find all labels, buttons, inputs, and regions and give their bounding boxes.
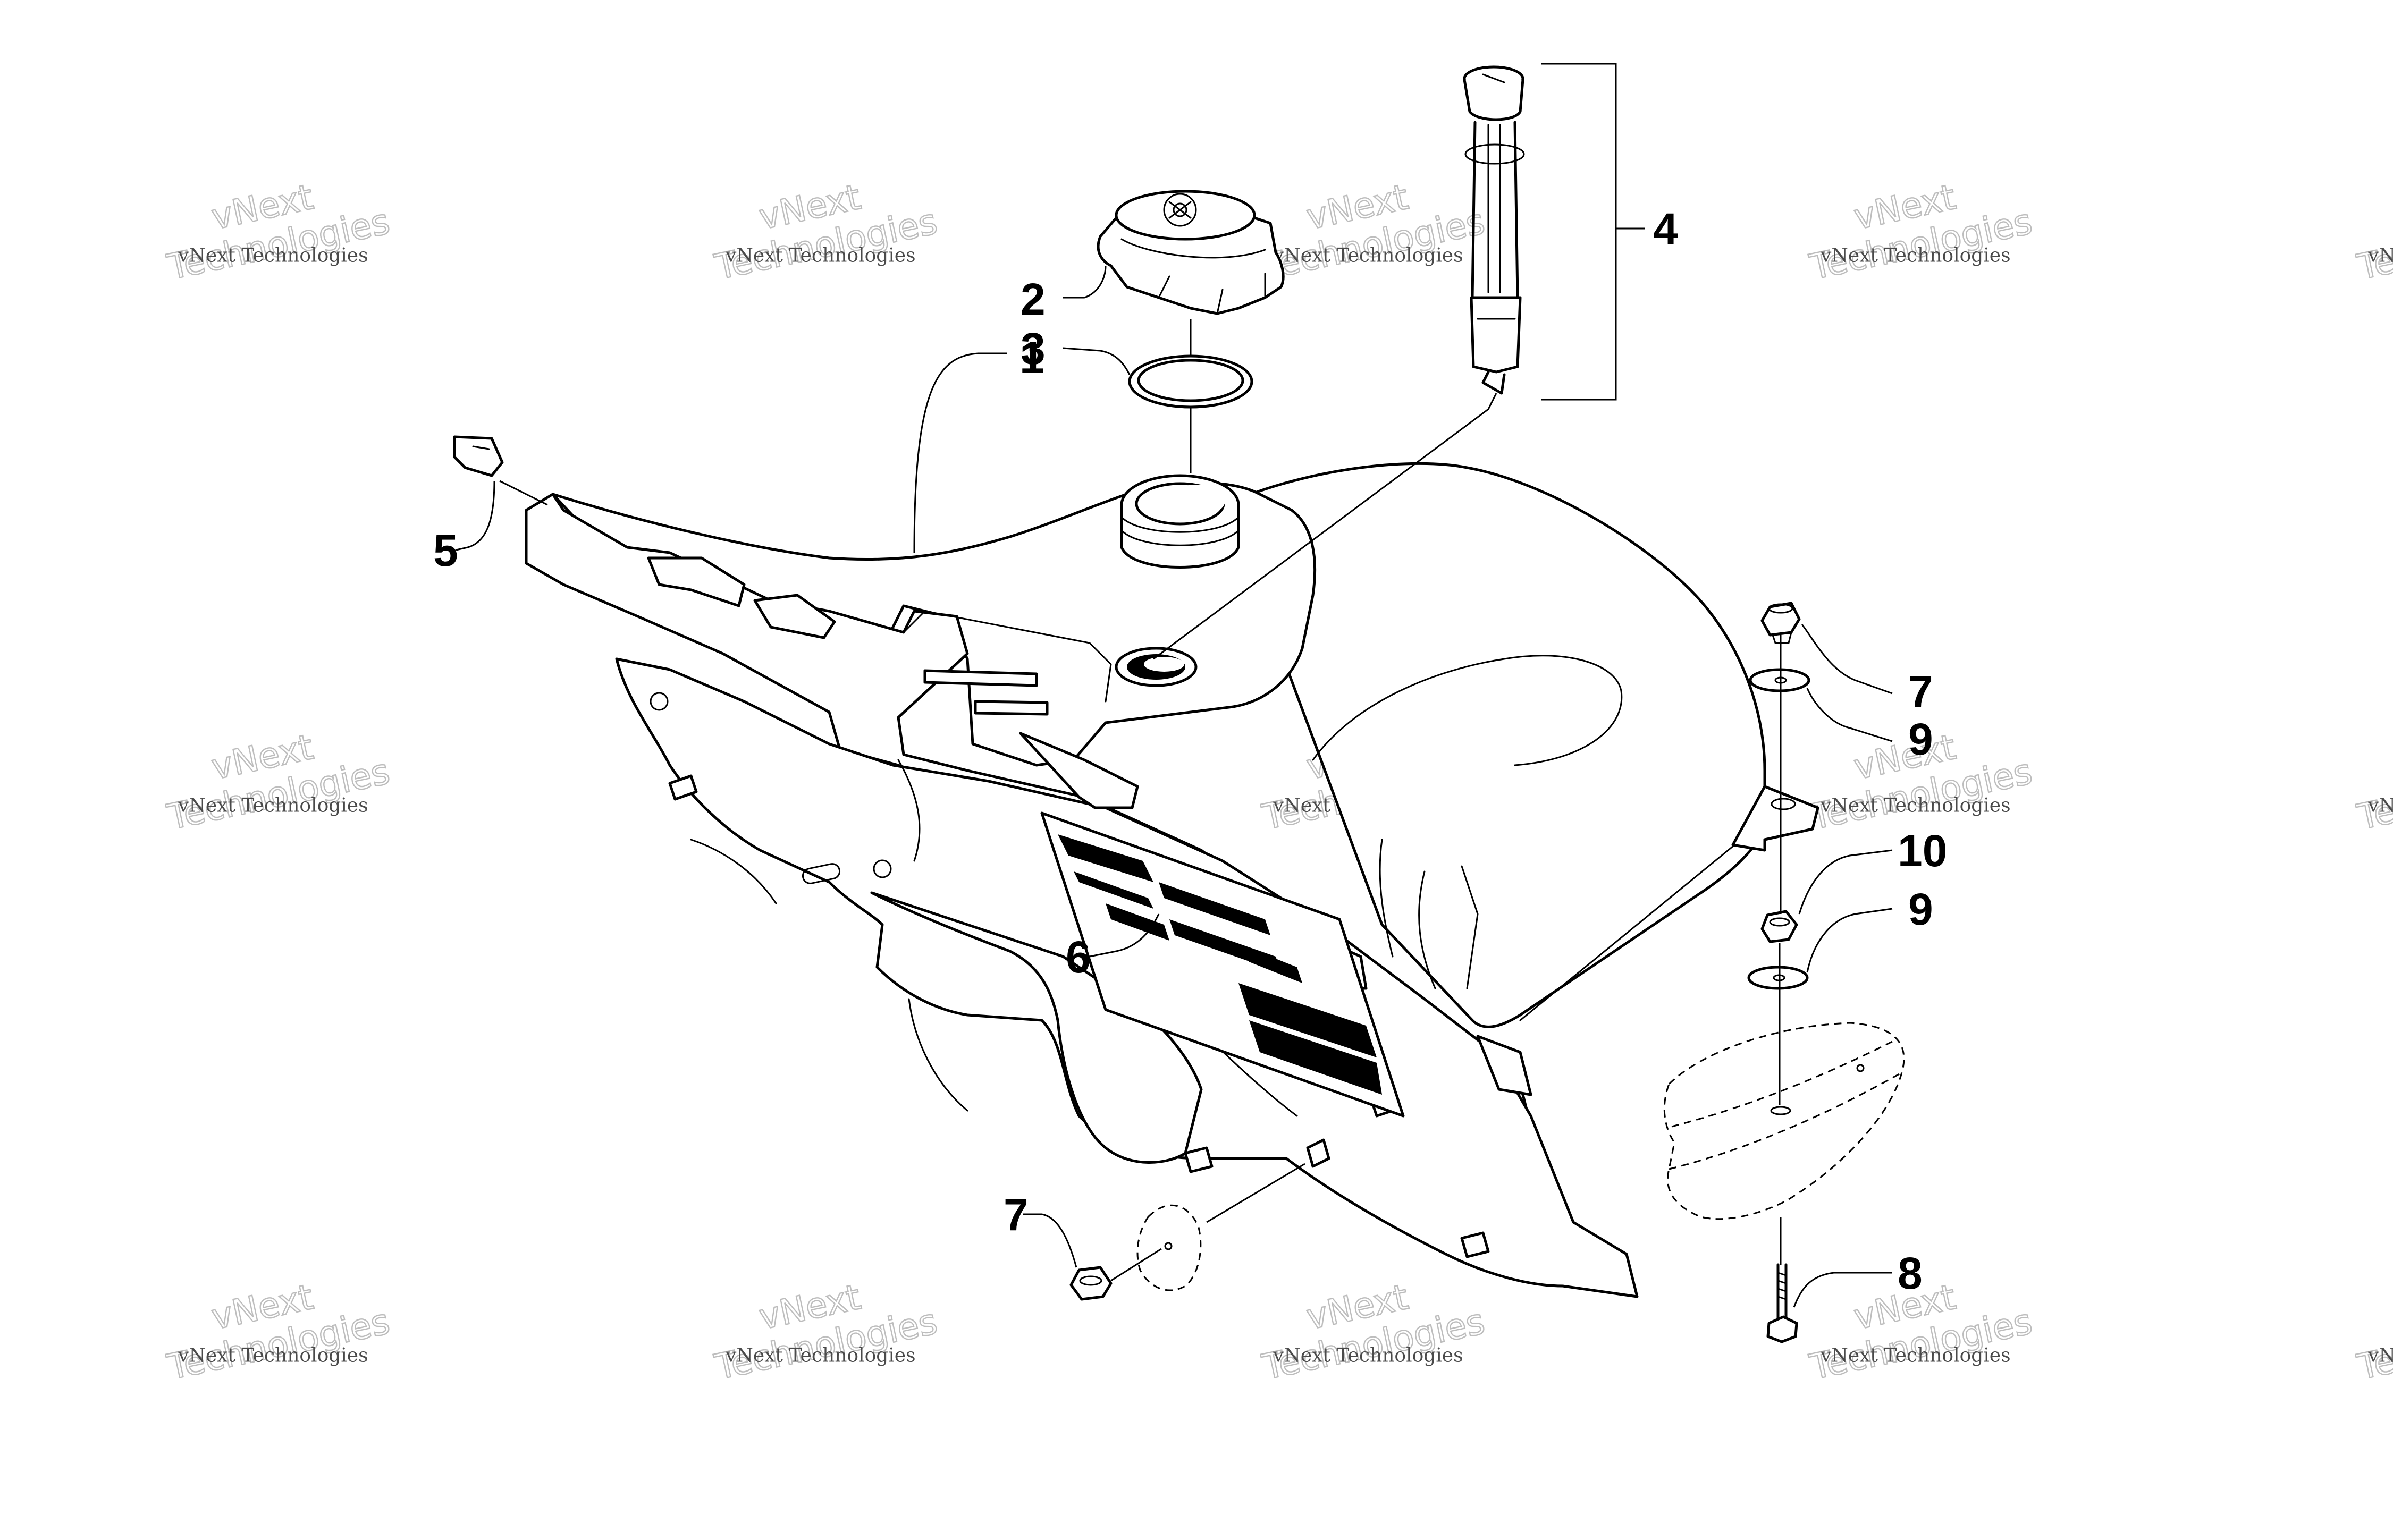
svg-text:vNext Technologies: vNext Technologies [2367,794,2393,816]
callout-7-upper: 7 [1908,666,1933,716]
svg-text:vNext Technologies: vNext Technologies [1273,1344,1463,1366]
svg-text:vNext Technologies: vNext Technologies [1820,244,2011,266]
svg-text:vNext Technologies: vNext Technologies [1273,244,1463,266]
svg-text:vNext Technologies: vNext Technologies [178,794,368,816]
callout-2: 2 [1021,274,1046,324]
callout-10: 10 [1898,826,1947,876]
fuel-sender-part-4 [1463,65,1525,395]
svg-text:vNext Technologies: vNext Technologies [2367,244,2393,266]
callout-6: 6 [1066,932,1091,982]
gasket-part-3 [1128,354,1253,409]
callout-labels: 1 2 3 4 5 6 7 7 8 9 9 10 [433,204,1947,1298]
callout-3: 3 [1021,324,1046,374]
svg-text:vNext Technologies: vNext Technologies [725,244,916,266]
assembly-leader-lines [456,63,1893,1308]
svg-text:vNext Technologies: vNext Technologies [1820,1344,2011,1366]
clip-bracket-part-5 [453,435,504,477]
svg-text:vNext Technologies: vNext Technologies [2367,1344,2393,1366]
hardware-stack-lower [1069,1163,1305,1301]
warning-decal-part-6 [1040,811,1405,1118]
callout-7-lower: 7 [1004,1190,1029,1240]
gas-cap-part-2 [1097,190,1285,315]
callout-8: 8 [1898,1248,1923,1298]
callout-9-lower: 9 [1908,884,1933,934]
callout-4: 4 [1653,204,1678,254]
svg-text:vNext Technologies: vNext Technologies [725,1344,916,1366]
svg-text:vNext Technologies: vNext Technologies [178,1344,368,1366]
fuel-tank-part-1 [525,462,1819,1298]
hardware-stack-right [1663,602,1905,1343]
callout-1: 1 [1019,333,1044,383]
svg-text:vNext Technologies: vNext Technologies [1820,794,2011,816]
callout-5: 5 [433,526,458,576]
callout-9-upper: 9 [1908,714,1933,764]
svg-text:vNext Technologies: vNext Technologies [178,244,368,266]
